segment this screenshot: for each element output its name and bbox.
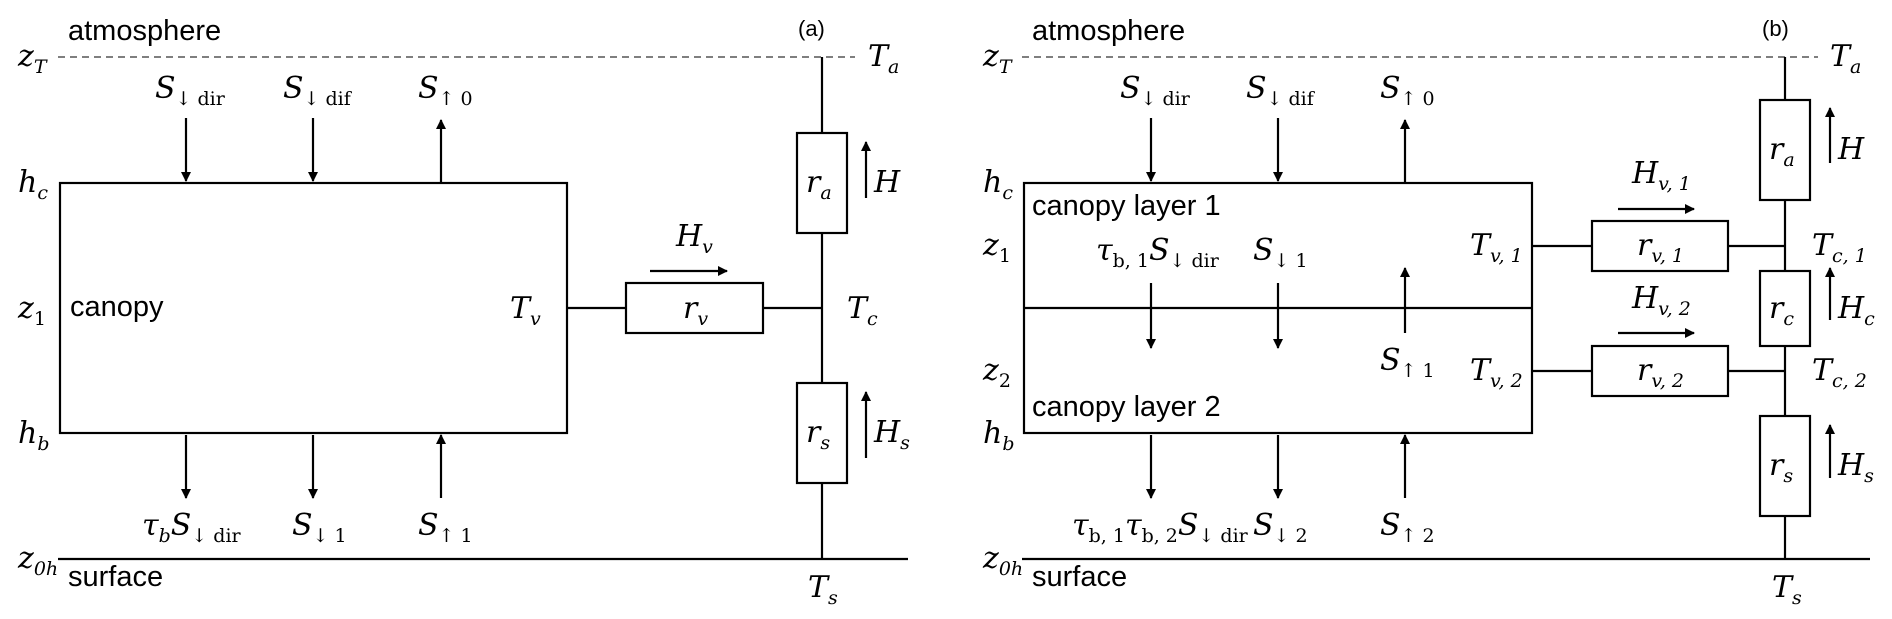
S-down-dif-label: S↓ dif	[283, 71, 353, 110]
S-up-1-label: S↑ 1	[418, 508, 473, 547]
S-down-2-label: S↓ 2	[1253, 508, 1308, 547]
T-s-label: Ts	[1772, 570, 1802, 609]
h-c-label: hc	[18, 165, 48, 204]
z-1-label: z1	[982, 228, 1011, 267]
T-v2-label: Tv, 2	[1470, 353, 1523, 392]
z-0h-label: z0h	[17, 541, 58, 580]
tau1-S-down-dir-label: τb, 1S↓ dir	[1096, 233, 1220, 272]
panel-b-tag: (b)	[1762, 16, 1789, 41]
r-v2-resistor	[1590, 344, 1730, 398]
z-0h-label: z0h	[982, 541, 1023, 580]
canopy-layer-2-label: canopy layer 2	[1032, 391, 1221, 423]
r-s-resistor	[795, 381, 849, 485]
S-down-dir-label: S↓ dir	[155, 71, 226, 110]
T-c2-label: Tc, 2	[1812, 353, 1867, 392]
h-b-label: hb	[983, 416, 1015, 455]
S-down-1-label: S↓ 1	[292, 508, 347, 547]
atmosphere-label: atmosphere	[1032, 15, 1185, 47]
surface-label: surface	[68, 561, 163, 593]
S-down-1-label: S↓ 1	[1253, 233, 1308, 272]
S-down-dif-label: S↓ dif	[1246, 71, 1316, 110]
r-s-resistor	[1758, 414, 1812, 518]
r-v1-resistor	[1590, 219, 1730, 273]
r-v2-label: rv, 2	[1637, 353, 1684, 392]
T-a-label: Ta	[868, 39, 899, 78]
h-b-label: hb	[18, 416, 50, 455]
r-v-label: rv	[683, 291, 708, 330]
r-v1-label: rv, 1	[1637, 228, 1684, 267]
r-a-label: ra	[806, 165, 832, 204]
z-T-label: zT	[982, 39, 1013, 78]
z-T-label: zT	[17, 39, 48, 78]
r-v-resistor	[624, 281, 765, 335]
r-c-resistor	[1758, 269, 1812, 348]
H-label: H	[873, 165, 901, 200]
panel-a: (a) atmosphere surface zT hc z1 hb z0h c…	[17, 15, 910, 609]
H-v2-label: Hv, 2	[1631, 281, 1691, 320]
S-up-0-label: S↑ 0	[418, 71, 473, 110]
T-v-label: Tv	[510, 291, 541, 330]
z-2-label: z2	[982, 353, 1011, 392]
H-label: H	[1837, 132, 1865, 167]
H-s-label: Hs	[873, 415, 910, 454]
r-a-resistor	[1758, 98, 1812, 202]
canopy-label: canopy	[70, 291, 164, 323]
T-s-label: Ts	[808, 570, 838, 609]
H-c-label: Hc	[1837, 291, 1875, 330]
tau-S-down-dir-label: τbS↓ dir	[142, 508, 242, 547]
H-v-label: Hv	[675, 219, 713, 258]
r-c-label: rc	[1769, 291, 1794, 330]
H-v1-label: Hv, 1	[1631, 156, 1691, 195]
T-c1-label: Tc, 1	[1812, 228, 1867, 267]
T-a-label: Ta	[1830, 39, 1861, 78]
tau12-S-down-dir-label: τb, 1τb, 2S↓ dir	[1072, 508, 1249, 547]
S-up-1-label: S↑ 1	[1380, 343, 1435, 382]
S-down-dir-label: S↓ dir	[1120, 71, 1191, 110]
S-up-0-label: S↑ 0	[1380, 71, 1435, 110]
canopy-box	[58, 181, 569, 435]
canopy-layer-1-label: canopy layer 1	[1032, 190, 1221, 222]
S-up-2-label: S↑ 2	[1380, 508, 1435, 547]
z-1-label: z1	[17, 291, 46, 330]
surface-label: surface	[1032, 561, 1127, 593]
r-s-label: rs	[806, 415, 830, 454]
T-v1-label: Tv, 1	[1470, 228, 1523, 267]
panel-b: (b) atmosphere surface zT hc z1 z2 hb z0…	[982, 15, 1875, 609]
r-s-label: rs	[1769, 448, 1793, 487]
h-c-label: hc	[983, 165, 1013, 204]
r-a-label: ra	[1769, 132, 1795, 171]
panel-a-tag: (a)	[798, 16, 825, 41]
T-c-label: Tc	[847, 291, 878, 330]
H-s-label: Hs	[1837, 448, 1874, 487]
atmosphere-label: atmosphere	[68, 15, 221, 47]
